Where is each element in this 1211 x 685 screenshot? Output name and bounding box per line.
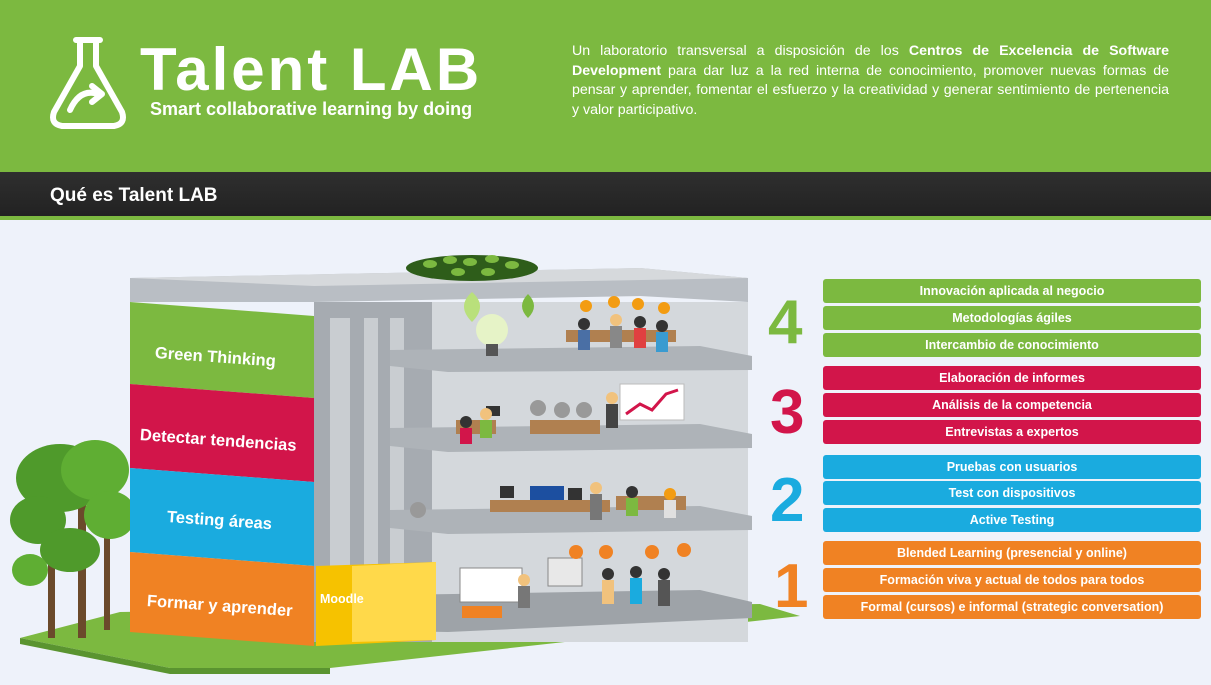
tag-active-testing: Active Testing	[823, 508, 1201, 532]
tag-blended: Blended Learning (presencial y online)	[823, 541, 1201, 565]
tree-icon	[10, 440, 136, 638]
tag-intercambio: Intercambio de conocimiento	[823, 333, 1201, 357]
floor4-interior	[464, 292, 676, 356]
brand-tagline: Smart collaborative learning by doing	[150, 99, 473, 119]
level-number-4: 4	[768, 288, 803, 357]
level-number-3: 3	[770, 378, 805, 447]
tag-formacion-viva: Formación viva y actual de todos para to…	[823, 568, 1201, 592]
section-title: Qué es Talent LAB	[50, 185, 218, 206]
chart-board	[619, 383, 685, 421]
floor2-interior	[410, 482, 686, 520]
tag-test-dispositivos: Test con dispositivos	[823, 481, 1201, 505]
tag-metodologias: Metodologías ágiles	[823, 306, 1201, 330]
roof-garden	[406, 255, 538, 281]
header-banner: Talent LAB Smart collaborative learning …	[0, 0, 1211, 172]
tag-pruebas: Pruebas con usuarios	[823, 455, 1201, 479]
brand-title: Talent LAB	[140, 36, 483, 103]
floor-panel-green	[130, 302, 314, 398]
intro-highlight: Centros de Excelencia de Software Develo…	[572, 43, 1169, 79]
floor-panel-blue	[130, 468, 314, 566]
floor3-interior	[456, 383, 685, 444]
whiteboard	[459, 567, 523, 603]
flask-logo-icon	[50, 37, 126, 129]
intro-paragraph: Un laboratorio transversal a disposición…	[572, 43, 1169, 118]
tag-entrevistas: Entrevistas a expertos	[823, 420, 1201, 444]
building-illustration	[10, 255, 800, 674]
section-heading-bar: Qué es Talent LAB	[0, 172, 1211, 220]
tag-formal-informal: Formal (cursos) e informal (strategic co…	[823, 595, 1201, 619]
tag-analisis: Análisis de la competencia	[823, 393, 1201, 417]
floor1-interior	[459, 543, 691, 618]
level-number-1: 1	[774, 552, 809, 621]
level-number-2: 2	[770, 466, 805, 535]
tag-innovacion: Innovación aplicada al negocio	[823, 279, 1201, 303]
floor-panel-orange	[130, 552, 314, 646]
floor-panel-red	[130, 384, 314, 482]
tag-elaboracion: Elaboración de informes	[823, 366, 1201, 390]
moodle-label: Moodle	[320, 592, 364, 606]
